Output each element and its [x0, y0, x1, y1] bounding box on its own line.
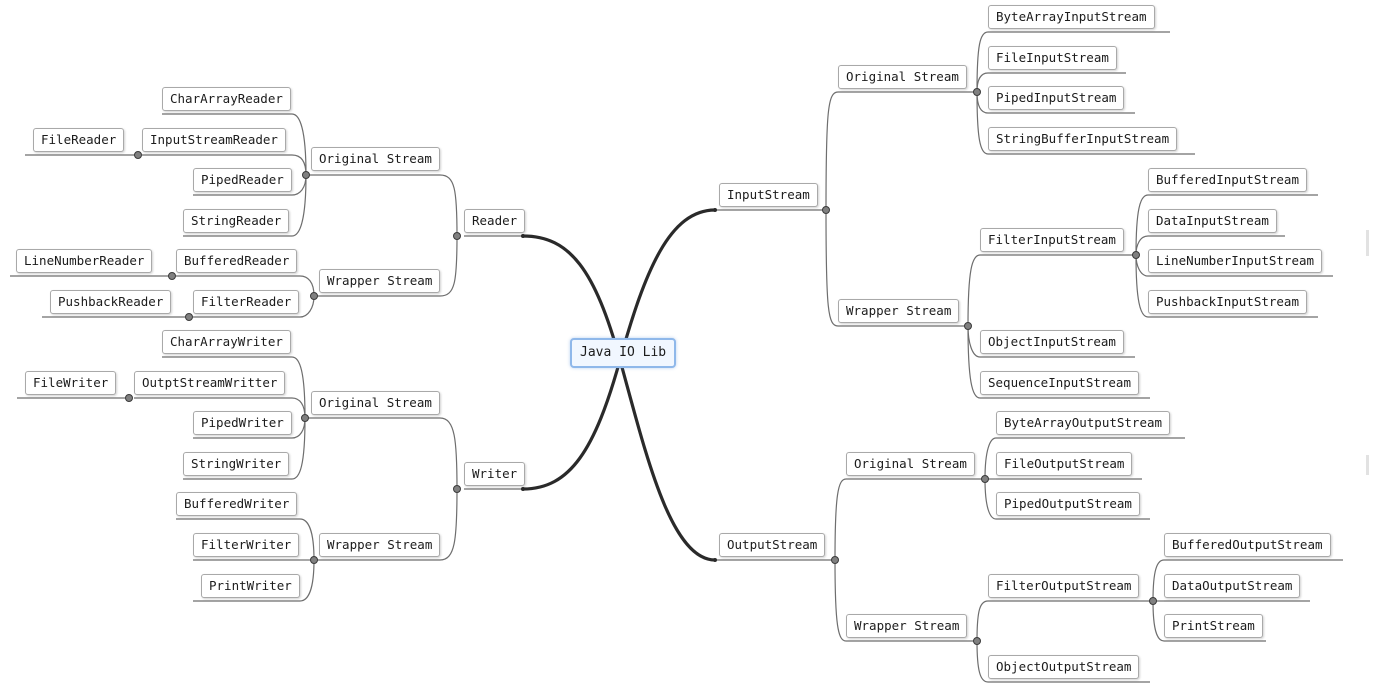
bufferedreader-node[interactable]: BufferedReader	[176, 249, 298, 273]
bufferedoutputstream-node[interactable]: BufferedOutputStream	[1164, 533, 1331, 557]
joint-dot	[310, 292, 318, 300]
edge-artifact	[1366, 455, 1369, 475]
filewriter-node[interactable]: FileWriter	[25, 371, 117, 395]
joint-dot	[134, 151, 142, 159]
joint-dot	[453, 232, 461, 240]
filterwriter-node[interactable]: FilterWriter	[193, 533, 300, 557]
joint-dot	[981, 475, 989, 483]
joint-dot	[125, 394, 133, 402]
joint-dot	[453, 485, 461, 493]
writer-original-stream-node[interactable]: Original Stream	[311, 391, 440, 415]
printstream-node[interactable]: PrintStream	[1164, 614, 1263, 638]
outputstream-wrapper-stream-node[interactable]: Wrapper Stream	[846, 614, 968, 638]
inputstream-node[interactable]: InputStream	[719, 183, 818, 207]
edge-artifact	[1366, 230, 1369, 256]
dataoutputstream-node[interactable]: DataOutputStream	[1164, 574, 1301, 598]
datainputstream-node[interactable]: DataInputStream	[1148, 209, 1277, 233]
reader-original-stream-node[interactable]: Original Stream	[311, 147, 440, 171]
reader-wrapper-stream-node[interactable]: Wrapper Stream	[319, 269, 441, 293]
stringreader-node[interactable]: StringReader	[183, 209, 290, 233]
writer-node[interactable]: Writer	[464, 462, 526, 486]
joint-dot	[168, 272, 176, 280]
joint-dot	[521, 234, 525, 238]
root-to-outputstream-branch	[618, 359, 716, 562]
objectinputstream-node[interactable]: ObjectInputStream	[980, 330, 1124, 354]
printwriter-node[interactable]: PrintWriter	[201, 574, 300, 598]
bytearrayoutputstream-node[interactable]: ByteArrayOutputStream	[996, 411, 1171, 435]
filterinputstream-node[interactable]: FilterInputStream	[980, 228, 1124, 252]
joint-dot	[310, 556, 318, 564]
joint-dot	[185, 313, 193, 321]
bufferedwriter-node[interactable]: BufferedWriter	[176, 492, 298, 516]
inputstreamreader-node[interactable]: InputStreamReader	[142, 128, 286, 152]
stringbufferinputstream-node[interactable]: StringBufferInputStream	[988, 127, 1178, 151]
joint-dot	[1132, 251, 1140, 259]
bytearrayinputstream-node[interactable]: ByteArrayInputStream	[988, 5, 1155, 29]
stringwriter-node[interactable]: StringWriter	[183, 452, 290, 476]
joint-dot	[713, 558, 717, 562]
filterreader-node[interactable]: FilterReader	[193, 290, 300, 314]
inputstream-original-stream-node[interactable]: Original Stream	[838, 65, 967, 89]
joint-dot	[301, 414, 309, 422]
pipedwriter-node[interactable]: PipedWriter	[193, 411, 292, 435]
writer-wrapper-stream-node[interactable]: Wrapper Stream	[319, 533, 441, 557]
joint-dot	[973, 88, 981, 96]
inputstream-wrapper-stream-node[interactable]: Wrapper Stream	[838, 299, 960, 323]
outputstream-node[interactable]: OutputStream	[719, 533, 826, 557]
joint-dot	[1149, 597, 1157, 605]
linenumberreader-node[interactable]: LineNumberReader	[16, 249, 153, 273]
fileinputstream-node[interactable]: FileInputStream	[988, 46, 1117, 70]
chararrayreader-node[interactable]: CharArrayReader	[162, 87, 291, 111]
joint-dot	[302, 171, 310, 179]
filereader-node[interactable]: FileReader	[33, 128, 125, 152]
pushbackinputstream-node[interactable]: PushbackInputStream	[1148, 290, 1307, 314]
pipedinputstream-node[interactable]: PipedInputStream	[988, 86, 1125, 110]
pipedoutputstream-node[interactable]: PipedOutputStream	[996, 492, 1140, 516]
joint-dot	[831, 556, 839, 564]
linenumberinputstream-node[interactable]: LineNumberInputStream	[1148, 249, 1323, 273]
root-to-reader-branch	[522, 234, 622, 361]
sequenceinputstream-node[interactable]: SequenceInputStream	[980, 371, 1139, 395]
reader-node[interactable]: Reader	[464, 209, 526, 233]
bufferedinputstream-node[interactable]: BufferedInputStream	[1148, 168, 1307, 192]
joint-dot	[713, 208, 717, 212]
root-to-inputstream-branch	[618, 208, 716, 361]
chararraywriter-node[interactable]: CharArrayWriter	[162, 330, 291, 354]
pushbackreader-node[interactable]: PushbackReader	[50, 290, 172, 314]
joint-dot	[521, 487, 525, 491]
outptstreamwritter-node[interactable]: OutptStreamWritter	[134, 371, 286, 395]
joint-dot	[822, 206, 830, 214]
root-to-writer-branch	[522, 359, 622, 491]
root-node[interactable]: Java IO Lib	[570, 338, 677, 368]
fileoutputstream-node[interactable]: FileOutputStream	[996, 452, 1133, 476]
objectoutputstream-node[interactable]: ObjectOutputStream	[988, 655, 1140, 679]
joint-dot	[964, 322, 972, 330]
filteroutputstream-node[interactable]: FilterOutputStream	[988, 574, 1140, 598]
pipedreader-node[interactable]: PipedReader	[193, 168, 292, 192]
outputstream-original-stream-node[interactable]: Original Stream	[846, 452, 975, 476]
joint-dot	[973, 637, 981, 645]
